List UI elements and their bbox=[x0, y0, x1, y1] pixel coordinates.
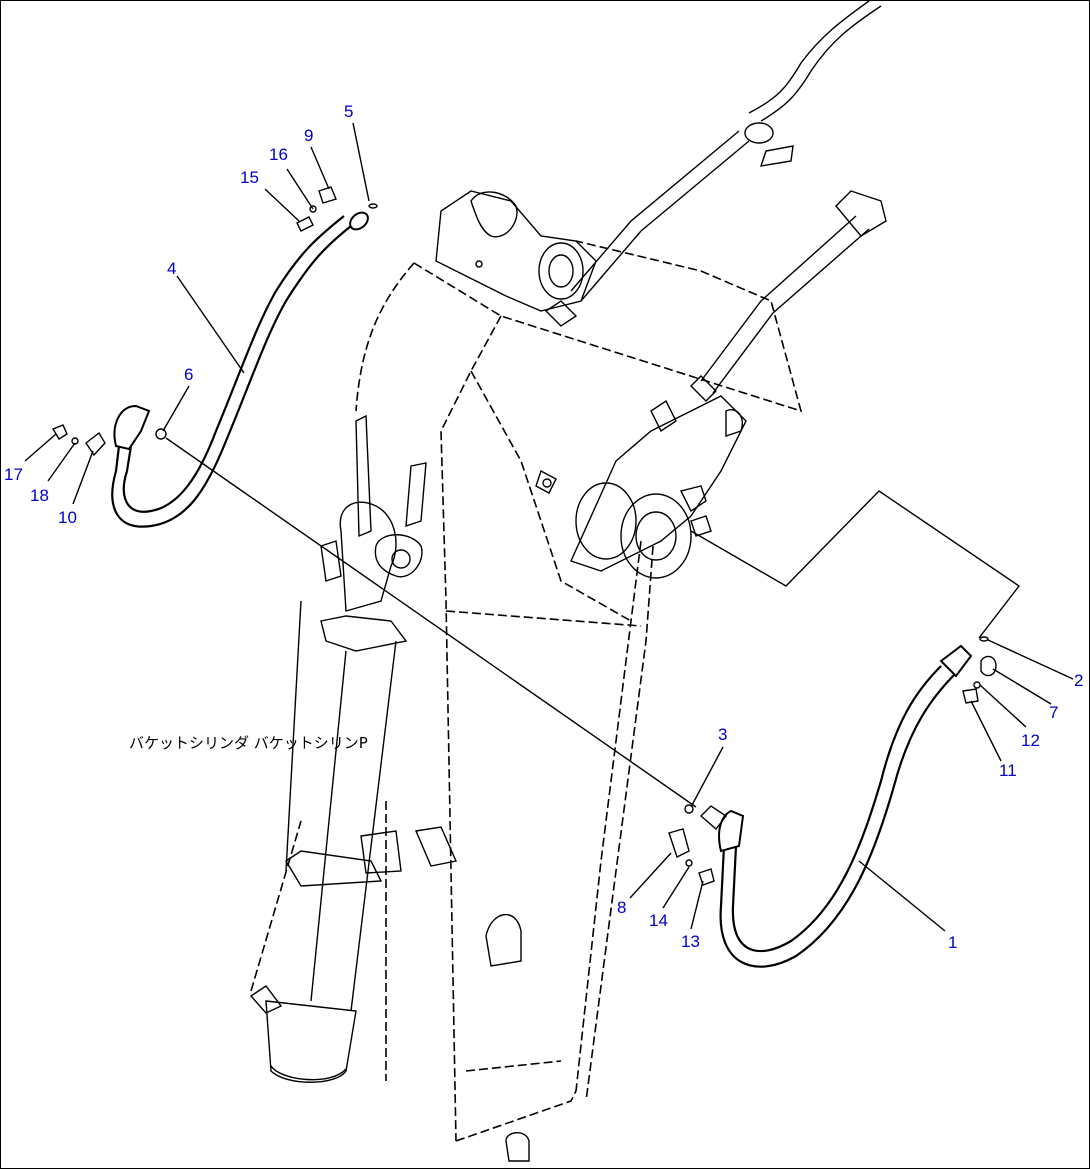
callout-4: 4 bbox=[167, 259, 176, 278]
callout-leaders bbox=[24, 122, 1074, 932]
callout-5: 5 bbox=[344, 102, 353, 121]
callout-8: 8 bbox=[617, 898, 626, 917]
arm-body bbox=[355, 262, 654, 1162]
callout-1: 1 bbox=[948, 933, 957, 952]
callout-17: 17 bbox=[4, 465, 23, 484]
hose-4-assembly bbox=[51, 186, 378, 528]
callout-9: 9 bbox=[304, 126, 313, 145]
callout-18: 18 bbox=[30, 486, 49, 505]
bucket-cylinder bbox=[249, 414, 427, 1083]
callout-numbers: 1 2 3 4 5 6 7 8 9 10 11 12 13 14 15 16 1… bbox=[4, 102, 1083, 952]
arm-pin-bracket bbox=[570, 395, 747, 579]
callout-13: 13 bbox=[681, 932, 700, 951]
callout-15: 15 bbox=[240, 168, 259, 187]
callout-16: 16 bbox=[269, 145, 288, 164]
callout-2: 2 bbox=[1074, 671, 1083, 690]
callout-12: 12 bbox=[1021, 731, 1040, 750]
boom-top-bracket bbox=[413, 190, 803, 413]
bucket-cylinder-label: バケットシリンダ バケットシリンP bbox=[129, 734, 368, 752]
callout-11: 11 bbox=[999, 761, 1017, 780]
leader-lines bbox=[165, 437, 1021, 808]
hose-1-assembly bbox=[668, 636, 997, 968]
callout-10: 10 bbox=[58, 508, 77, 527]
callout-6: 6 bbox=[184, 365, 193, 384]
callout-7: 7 bbox=[1049, 703, 1058, 722]
callout-14: 14 bbox=[649, 911, 668, 930]
callout-3: 3 bbox=[718, 725, 727, 744]
upper-pipes bbox=[570, 1, 887, 433]
